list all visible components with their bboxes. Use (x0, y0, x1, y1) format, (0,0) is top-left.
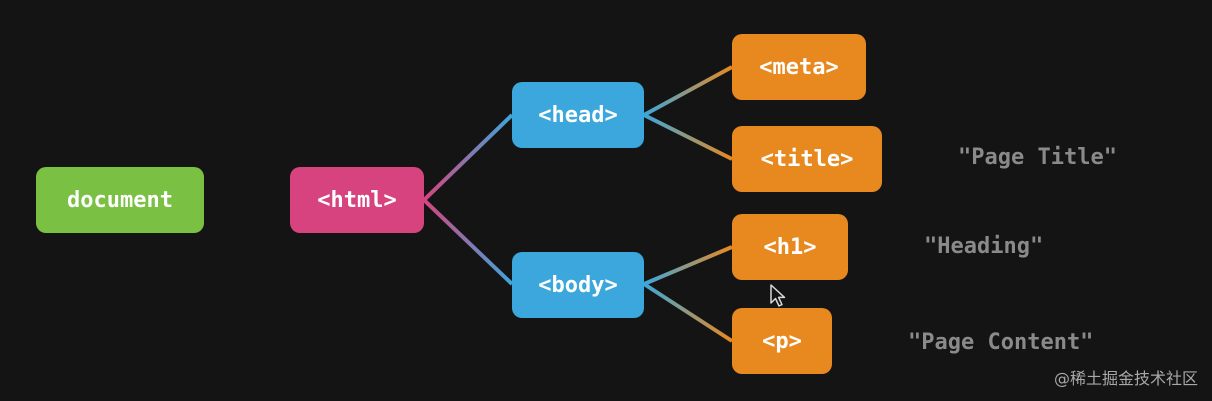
edge-head-title (643, 113, 733, 161)
node-h1: <h1> (732, 214, 848, 280)
node-html: <html> (290, 167, 424, 233)
node-head: <head> (512, 82, 644, 148)
edge-body-h1 (643, 245, 733, 286)
edge-html-body (422, 198, 514, 286)
text-node-page-content: "Page Content" (908, 330, 1094, 355)
watermark: @稀土掘金技术社区 (1053, 369, 1198, 388)
text-node-heading: "Heading" (924, 234, 1044, 259)
edge-body-p (642, 282, 734, 343)
edge-html-head (422, 113, 514, 202)
mouse-pointer-icon (770, 284, 786, 307)
node-document: document (36, 167, 204, 233)
node-p: <p> (732, 308, 832, 374)
node-title: <title> (732, 126, 882, 192)
node-meta: <meta> (732, 34, 866, 100)
edge-head-meta (643, 65, 733, 117)
text-node-page-title: "Page Title" (958, 145, 1117, 170)
node-body: <body> (512, 252, 644, 318)
